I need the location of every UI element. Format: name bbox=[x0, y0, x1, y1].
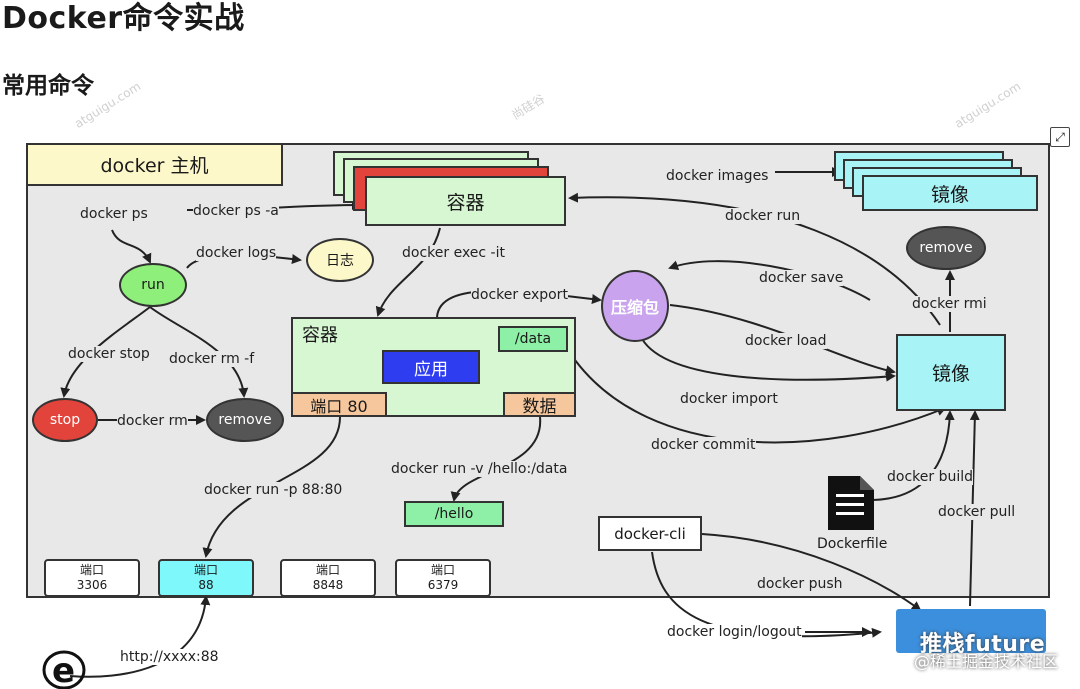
cmd-label: docker rm -f bbox=[169, 351, 255, 367]
docker-host-label: docker 主机 bbox=[26, 143, 283, 186]
data-node: 数据 bbox=[503, 392, 576, 417]
host-port-3306: 端口 3306 bbox=[44, 559, 140, 597]
image-node: 镜像 bbox=[896, 334, 1006, 411]
cmd-label: docker run -p 88:80 bbox=[204, 482, 343, 498]
cmd-label: docker exec -it bbox=[402, 245, 505, 261]
cmd-label: http://xxxx:88 bbox=[120, 649, 219, 665]
archive-node: 压缩包 bbox=[601, 270, 669, 342]
cmd-label: docker logs bbox=[196, 245, 277, 261]
remove-container-node: remove bbox=[206, 398, 284, 442]
port-number: 3306 bbox=[76, 578, 108, 592]
section-title: 常用命令 bbox=[2, 73, 94, 99]
cmd-label: docker build bbox=[887, 469, 974, 485]
docker-hub-node bbox=[896, 609, 1046, 653]
stop-state-node: stop bbox=[32, 398, 98, 442]
host-port-88: 端口 88 bbox=[158, 559, 254, 597]
host-port-8848: 端口 8848 bbox=[280, 559, 376, 597]
port-number: 88 bbox=[198, 578, 214, 592]
browser-icon: e bbox=[42, 650, 86, 689]
cmd-label: docker run -v /hello:/data bbox=[391, 461, 568, 477]
port-label: 端口 bbox=[315, 563, 340, 577]
log-node: 日志 bbox=[306, 238, 374, 282]
cmd-label: docker rmi bbox=[912, 296, 987, 312]
port-label: 端口 bbox=[79, 563, 104, 577]
port-label: 端口 bbox=[193, 563, 218, 577]
expand-icon[interactable]: ⤢ bbox=[1050, 127, 1070, 147]
app-node: 应用 bbox=[382, 350, 480, 384]
watermark-community: @稀土掘金技术社区 bbox=[914, 652, 1059, 671]
dockerfile-icon bbox=[828, 476, 874, 530]
remove-image-node: remove bbox=[906, 226, 986, 270]
data-dir-node: /data bbox=[498, 326, 568, 352]
cmd-label: docker import bbox=[680, 391, 778, 407]
cmd-label: docker save bbox=[759, 270, 844, 286]
cmd-label: docker push bbox=[757, 576, 843, 592]
cmd-label: docker ps bbox=[80, 206, 148, 222]
host-port-6379: 端口 6379 bbox=[395, 559, 491, 597]
dockerfile-label: Dockerfile bbox=[817, 536, 888, 552]
cmd-label: docker rm bbox=[117, 413, 188, 429]
page-title: Docker命令实战 bbox=[2, 1, 245, 36]
port-number: 6379 bbox=[427, 578, 459, 592]
cmd-label: docker commit bbox=[651, 437, 756, 453]
container-node: 容器 bbox=[365, 176, 566, 226]
port-label: 端口 bbox=[430, 563, 455, 577]
cmd-label: docker ps -a bbox=[193, 203, 279, 219]
cmd-label: docker login/logout bbox=[667, 624, 802, 640]
cmd-label: docker stop bbox=[68, 346, 150, 362]
cmd-label: docker load bbox=[745, 333, 827, 349]
svg-text:e: e bbox=[52, 651, 75, 689]
cmd-label: docker export bbox=[471, 287, 568, 303]
docker-cli-node: docker-cli bbox=[598, 516, 702, 551]
port-number: 8848 bbox=[312, 578, 344, 592]
container-detail-title: 容器 bbox=[302, 325, 338, 346]
port-80-node: 端口 80 bbox=[291, 392, 387, 417]
cmd-label: docker pull bbox=[938, 504, 1016, 520]
watermark-author: 推栈future bbox=[920, 632, 1046, 657]
run-state-node: run bbox=[119, 263, 187, 307]
image-list-node: 镜像 bbox=[862, 175, 1038, 211]
cmd-label: docker run bbox=[725, 208, 801, 224]
hello-volume-node: /hello bbox=[404, 501, 504, 527]
cmd-label: docker images bbox=[666, 168, 769, 184]
